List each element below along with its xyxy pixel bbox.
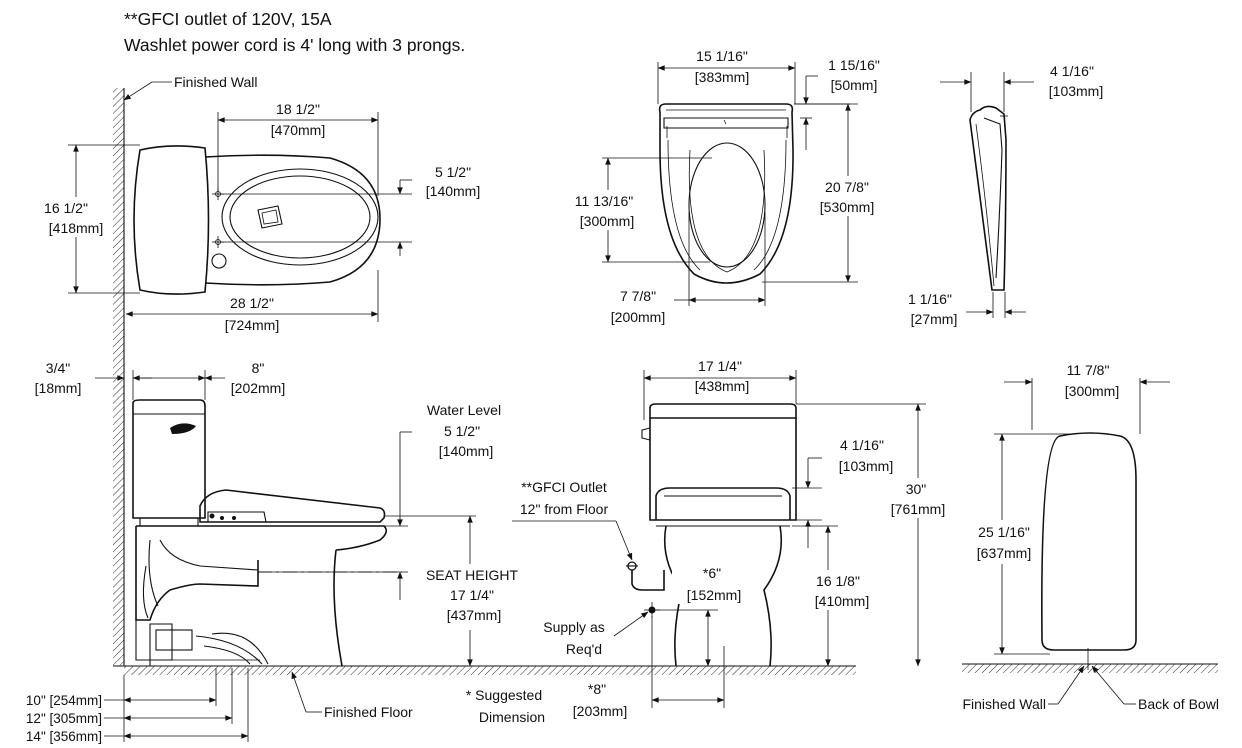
dim-overall-depth-mm: [724mm]: [225, 317, 279, 333]
dim-seat-side-height-mm: [103mm]: [1049, 83, 1103, 99]
dim-rim-height-mm: [410mm]: [815, 593, 869, 609]
dim-supply-height: *6": [703, 565, 721, 581]
dim-seat-width: 15 1/16": [696, 48, 748, 64]
dim-seat-thickness: 1 1/16": [908, 291, 952, 307]
label-finished-floor: Finished Floor: [324, 704, 413, 720]
label-gfci-outlet: **GFCI Outlet: [521, 479, 607, 495]
dim-rough-in-10: 10" [254mm]: [26, 693, 102, 708]
dim-seat-height: 17 1/4": [450, 587, 494, 603]
dim-seat-opening-width: 7 7/8": [620, 288, 656, 304]
note-power-cord: Washlet power cord is 4' long with 3 pro…: [124, 35, 465, 55]
dim-supply-lateral: *8": [588, 681, 606, 697]
dim-water-level-mm: [140mm]: [439, 443, 493, 459]
dim-seat-side-height: 4 1/16": [1050, 63, 1094, 79]
supply-hole-plan: [211, 253, 227, 269]
dim-supply-height-mm: [152mm]: [687, 587, 741, 603]
bowl-outlet-plan: [257, 205, 283, 229]
dim-front-seat-thickness-mm: [103mm]: [839, 458, 893, 474]
bowl-rim-side: [136, 525, 388, 551]
dim-front-tank-width: 17 1/4": [698, 358, 742, 374]
label-dimension: Dimension: [479, 709, 545, 725]
flush-lever: [170, 423, 196, 434]
dim-seat-length-mm: [530mm]: [820, 199, 874, 215]
label-suggested: * Suggested: [466, 687, 542, 703]
dim-seat-hinge-mm: [50mm]: [831, 77, 878, 93]
dim-bowl-length: 18 1/2": [276, 101, 320, 117]
dim-rear-width: 11 7/8": [1067, 362, 1110, 378]
label-supply-as: Supply as: [543, 619, 604, 635]
tank-outline-plan: [133, 145, 210, 295]
washlet-side: [199, 489, 386, 523]
dim-seat-opening-mm: [300mm]: [580, 213, 634, 229]
dim-seat-thickness-mm: [27mm]: [911, 311, 958, 327]
seat-opening-top: [688, 142, 766, 268]
front-view: 17 1/4" [438mm] 4 1/16" [103mm] **GFCI O…: [466, 358, 952, 725]
dim-bowl-length-mm: [470mm]: [271, 122, 325, 138]
side-view: 3/4" [18mm] 8" [202mm] Water Level 5 1/2…: [26, 360, 532, 744]
tank-front: [649, 403, 797, 419]
dim-seat-width-mm: [383mm]: [695, 69, 749, 85]
tank-side: [132, 399, 206, 519]
tank-rear-outline: [1041, 432, 1137, 651]
dim-wall-gap: 3/4": [46, 360, 70, 376]
dim-rough-in-12: 12" [305mm]: [26, 711, 102, 726]
dim-tank-depth-mm: [202mm]: [231, 380, 285, 396]
dim-tank-width-mm: [418mm]: [49, 220, 103, 236]
dim-seat-opening: 11 13/16": [575, 193, 633, 209]
seat-top-view: 15 1/16" [383mm] 1 15/16" [50mm] 11 13/1…: [570, 48, 880, 325]
seat-side-view: 4 1/16" [103mm] 1 1/16" [27mm]: [908, 63, 1103, 327]
dim-supply-lateral-mm: [203mm]: [573, 703, 627, 719]
label-rear-finished-wall: Finished Wall: [962, 696, 1046, 712]
dim-rim-height: 16 1/8": [816, 573, 860, 589]
bowl-body-side: [135, 526, 343, 667]
dim-overall-height-mm: [761mm]: [891, 501, 945, 517]
dim-seat-length: 20 7/8": [825, 179, 869, 195]
dim-tank-depth: 8": [252, 360, 265, 376]
top-view: Finished Wall 18 1/2" [470mm] 5 1/2" [14…: [28, 74, 480, 333]
seat-outline-top: [658, 103, 794, 284]
dim-overall-depth: 28 1/2": [230, 295, 274, 311]
dim-seat-hinge: 1 15/16": [828, 57, 880, 73]
label-back-of-bowl: Back of Bowl: [1138, 696, 1219, 712]
dim-rear-height-mm: [637mm]: [977, 545, 1031, 561]
note-gfci: **GFCI outlet of 120V, 15A: [124, 9, 332, 29]
label-finished-wall-top: Finished Wall: [174, 74, 258, 90]
dim-bolt-spacing: 5 1/2": [435, 164, 471, 180]
label-supply-reqd: Req'd: [566, 641, 602, 657]
dim-wall-gap-mm: [18mm]: [35, 380, 82, 396]
label-gfci-height: 12" from Floor: [520, 501, 609, 517]
flush-lever-front: [641, 427, 651, 441]
washlet-front: [655, 487, 791, 520]
dim-rear-width-mm: [300mm]: [1065, 383, 1119, 399]
dim-water-level: 5 1/2": [444, 423, 480, 439]
dim-tank-width: 16 1/2": [44, 200, 88, 216]
floor-hatch-left: [124, 666, 856, 675]
label-seat-height: SEAT HEIGHT: [426, 567, 519, 583]
dim-front-seat-thickness: 4 1/16": [840, 437, 884, 453]
dim-bolt-spacing-mm: [140mm]: [426, 183, 480, 199]
finished-wall-hatch: [113, 88, 124, 666]
seat-side-outline: [969, 105, 1007, 291]
dim-front-tank-width-mm: [438mm]: [695, 378, 749, 394]
flange-side: [149, 623, 173, 661]
bowl-rim-plan: [221, 168, 379, 266]
floor-hatch-right: [962, 664, 1218, 673]
dim-rear-height: 25 1/16": [978, 524, 1030, 540]
dim-seat-opening-width-mm: [200mm]: [611, 309, 665, 325]
label-water-level: Water Level: [427, 402, 501, 418]
bowl-outline-plan: [204, 154, 381, 286]
supply-line: [631, 570, 665, 591]
dim-seat-height-mm: [437mm]: [447, 607, 501, 623]
dim-rough-in-14: 14" [356mm]: [26, 729, 102, 744]
rear-view: 11 7/8" [300mm] 25 1/16" [637mm] Finishe…: [962, 362, 1218, 712]
dim-overall-height: 30": [906, 481, 927, 497]
